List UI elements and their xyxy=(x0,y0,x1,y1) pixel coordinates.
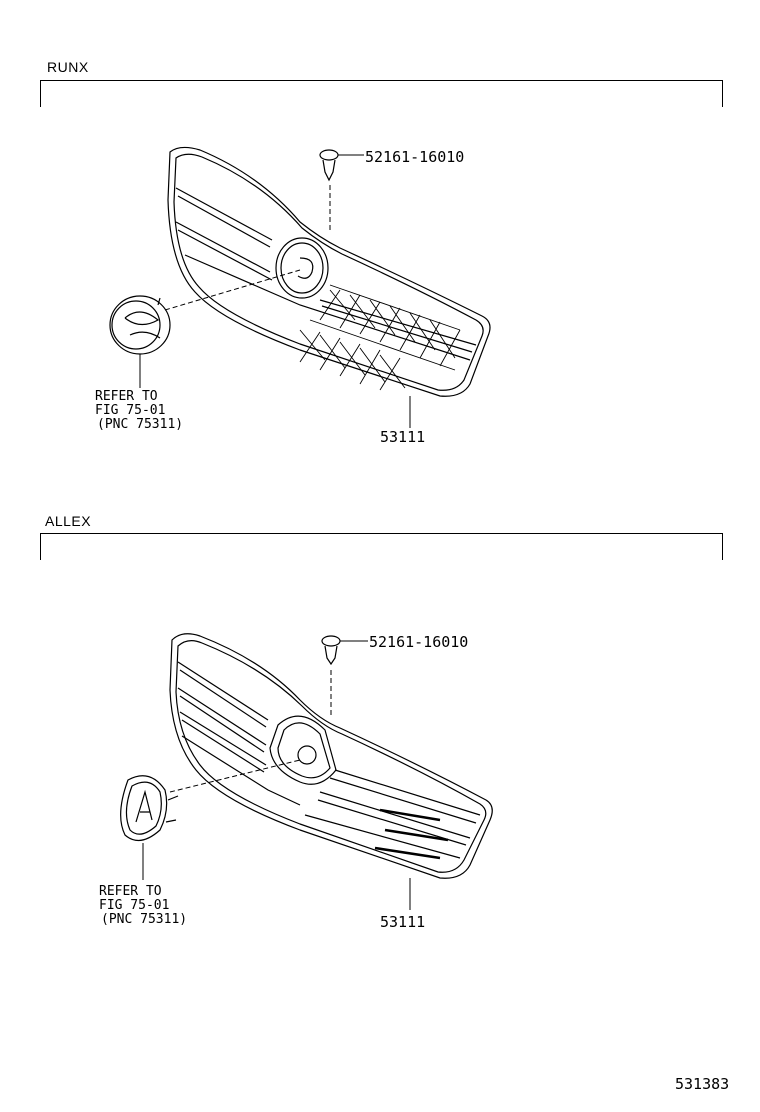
reference-line3-runx: (PNC 75311) xyxy=(97,417,184,432)
reference-line1-allex: REFER TO xyxy=(99,884,162,899)
clip-part-number-runx: 52161-16010 xyxy=(365,148,465,166)
reference-line1-runx: REFER TO xyxy=(95,389,158,404)
section-bracket-runx xyxy=(40,80,723,107)
figure-number: 531383 xyxy=(675,1075,730,1093)
section-title-runx: RUNX xyxy=(47,59,89,75)
reference-line3-allex: (PNC 75311) xyxy=(101,912,188,927)
grille-part-number-runx: 53111 xyxy=(380,428,426,446)
clip-part-number-allex: 52161-16010 xyxy=(369,633,469,651)
section-title-allex: ALLEX xyxy=(45,513,92,529)
reference-line2-runx: FIG 75-01 xyxy=(95,403,166,418)
reference-line2-allex: FIG 75-01 xyxy=(99,898,170,913)
grille-part-number-allex: 53111 xyxy=(380,913,426,931)
section-bracket-allex xyxy=(40,533,723,560)
